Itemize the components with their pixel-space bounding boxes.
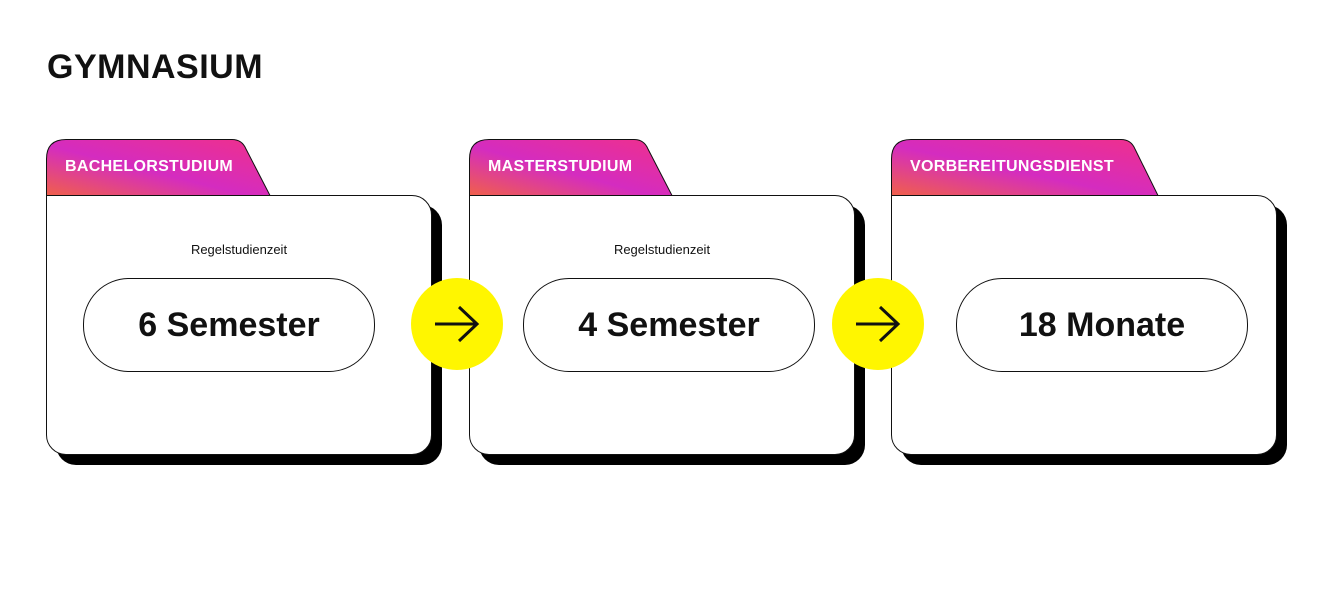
duration-pill: 18 Monate [956,278,1248,372]
folder-tab [891,139,1159,196]
folder-tab [46,139,271,196]
stage-label: BACHELORSTUDIUM [65,158,234,175]
arrow-right-icon [411,278,503,370]
stage-card-vorbereitungsdienst: VORBEREITUNGSDIENST 18 Monate [891,139,1287,465]
card-body: 18 Monate [891,195,1277,455]
arrow-right-icon [832,278,924,370]
duration-pill: 4 Semester [523,278,815,372]
folder-tab [469,139,673,196]
stage-card-bachelor: BACHELORSTUDIUM Regelstudienzeit 6 Semes… [46,139,442,465]
stage-sublabel: Regelstudienzeit [613,242,711,257]
stage-sublabel: Regelstudienzeit [190,242,288,257]
stage-label: MASTERSTUDIUM [488,158,633,175]
page-title: GYMNASIUM [47,48,264,86]
card-body: Regelstudienzeit 6 Semester [46,195,432,455]
stage-card-master: MASTERSTUDIUM Regelstudienzeit 4 Semeste… [469,139,865,465]
duration-pill: 6 Semester [83,278,375,372]
stage-label: VORBEREITUNGSDIENST [910,158,1114,175]
card-body: Regelstudienzeit 4 Semester [469,195,855,455]
